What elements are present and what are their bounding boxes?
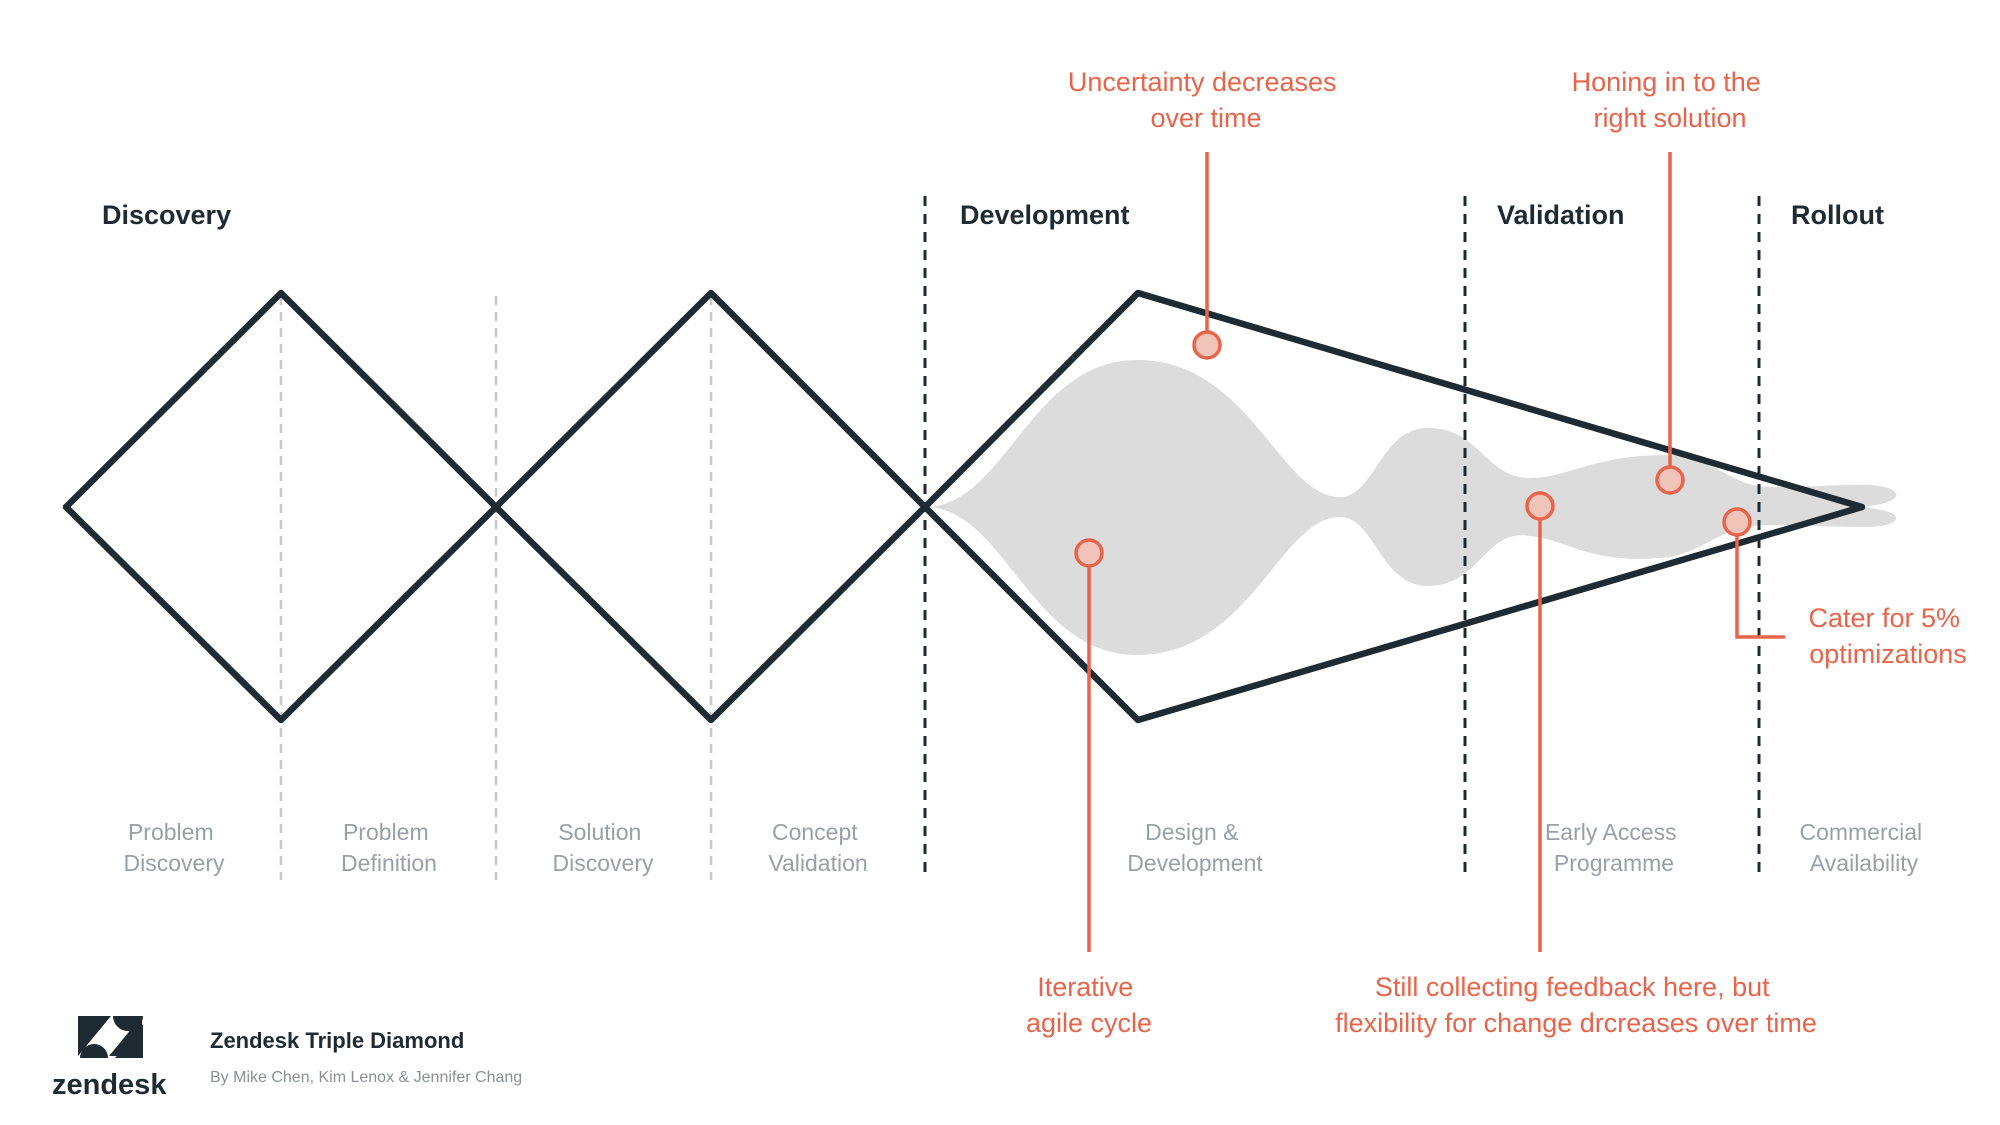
marker-feedback [1525,491,1555,521]
phase-validation: Validation [1497,200,1625,230]
iterative-blob [925,360,1897,655]
stage-labels: Problem Discovery Problem Definition Sol… [124,819,1928,876]
marker-cater [1722,507,1752,537]
callout-honing: Honing in to the right solution [1572,67,1769,133]
stage-design-development: Design & Development [1127,819,1263,876]
callout-iterative: Iterative agile cycle [1026,972,1152,1038]
stage-problem-definition: Problem Definition [341,819,437,876]
callout-feedback: Still collecting feedback here, but flex… [1335,972,1817,1038]
callout-uncertainty: Uncertainty decreases over time [1068,67,1344,133]
stage-concept-validation: Concept Validation [768,819,867,876]
callout-markers [1074,330,1752,568]
zendesk-wordmark: zendesk [52,1069,167,1101]
diamond-delivery [921,289,1866,724]
callout-texts: Uncertainty decreases over time Honing i… [1026,67,1967,1038]
footer-credits: By Mike Chen, Kim Lenox & Jennifer Chang [210,1069,522,1086]
callout-cater: Cater for 5% optimizations [1808,603,1967,669]
stage-problem-discovery: Problem Discovery [124,819,225,876]
stage-early-access: Early Access Programme [1545,819,1683,876]
footer-title: Zendesk Triple Diamond [210,1028,464,1053]
leader-cater [1735,529,1785,639]
phase-rollout: Rollout [1791,200,1884,230]
stage-solution-discovery: Solution Discovery [553,819,654,876]
phase-discovery: Discovery [102,200,231,230]
stage-guides [279,296,713,880]
stage-commercial-availability: Commercial Availability [1799,819,1928,876]
footer: zendesk Zendesk Triple Diamond By Mike C… [52,1016,522,1101]
phase-development: Development [960,200,1130,230]
zendesk-logo-mark [80,1016,143,1058]
marker-honing [1655,465,1685,495]
marker-uncertainty [1192,330,1222,360]
marker-iterative [1074,538,1104,568]
callout-leaders [1087,152,1785,952]
phase-dividers [923,196,1761,880]
